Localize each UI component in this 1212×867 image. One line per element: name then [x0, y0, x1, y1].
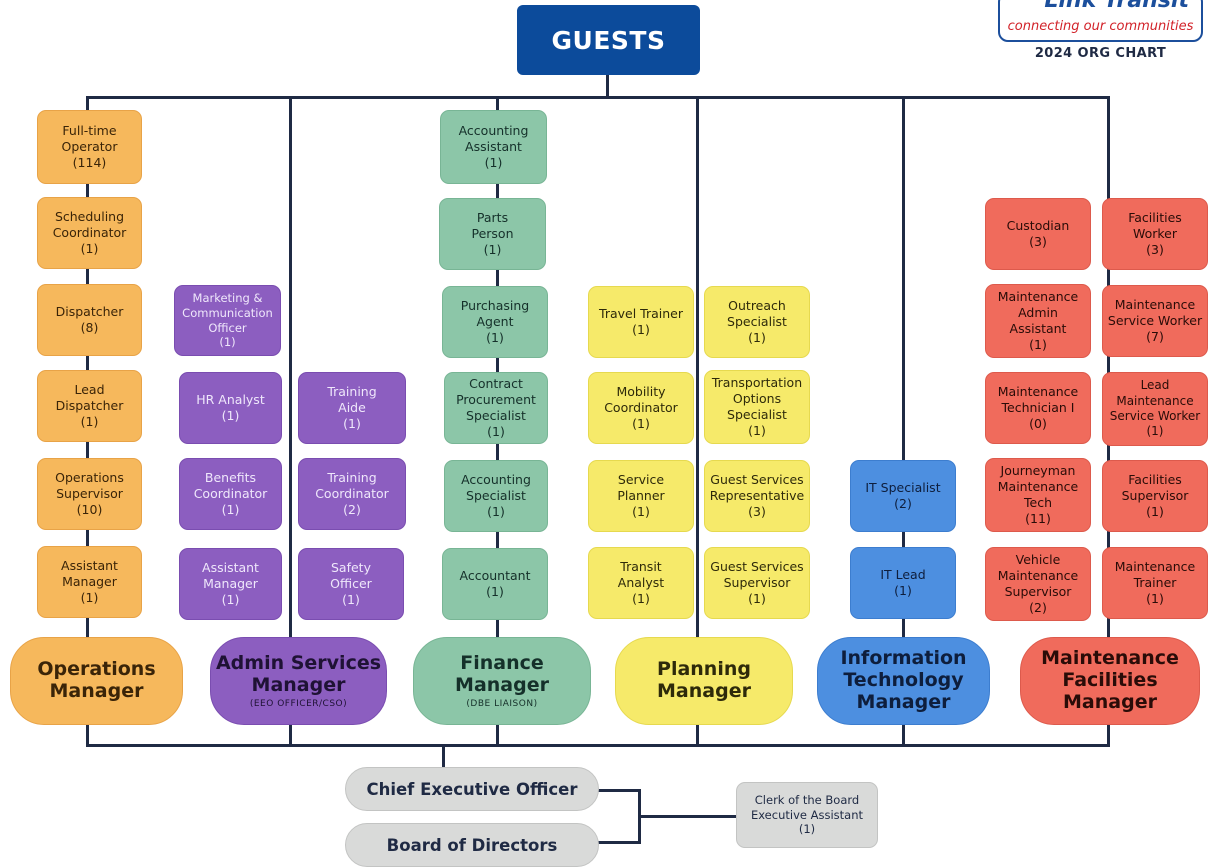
operations-manager-box: Operations Manager — [10, 637, 183, 725]
planning-manager-box: Planning Manager — [615, 637, 793, 725]
connector-line — [86, 744, 1110, 747]
position-box: Accountant (1) — [442, 548, 548, 620]
finance-manager-box: Finance Manager (DBE LIAISON) — [413, 637, 591, 725]
position-box: Benefits Coordinator (1) — [179, 458, 282, 530]
manager-title: Planning Manager — [657, 658, 751, 702]
position-box: Outreach Specialist (1) — [704, 286, 810, 358]
position-box: Mobility Coordinator (1) — [588, 372, 694, 444]
position-box: Custodian (3) — [985, 198, 1091, 270]
position-box: Maintenance Trainer (1) — [1102, 547, 1208, 619]
position-box: Guest Services Representative (3) — [704, 460, 810, 532]
position-box: Purchasing Agent (1) — [442, 286, 548, 358]
position-box: Scheduling Coordinator (1) — [37, 197, 142, 269]
connector-line — [902, 96, 905, 746]
chief-executive-officer-box: Chief Executive Officer — [345, 767, 599, 811]
logo-tagline: connecting our communities — [1007, 19, 1194, 34]
position-box: Maintenance Admin Assistant (1) — [985, 284, 1091, 358]
position-box: Transportation Options Specialist (1) — [704, 370, 810, 444]
admin-services-manager-box: Admin Services Manager (EEO OFFICER/CSO) — [210, 637, 387, 725]
position-box: Transit Analyst (1) — [588, 547, 694, 619]
position-box: Lead Maintenance Service Worker (1) — [1102, 372, 1208, 446]
position-box: Service Planner (1) — [588, 460, 694, 532]
org-chart-label: 2024 ORG CHART — [1034, 46, 1167, 61]
logo-brand: Link Transit — [1044, 0, 1189, 13]
manager-title: Admin Services Manager — [215, 651, 382, 696]
position-box: Parts Person (1) — [439, 198, 546, 270]
position-box: IT Specialist (2) — [850, 460, 956, 532]
manager-title: Maintenance Facilities Manager — [1041, 647, 1179, 713]
position-box: Assistant Manager (1) — [37, 546, 142, 618]
position-box: Facilities Worker (3) — [1102, 198, 1208, 270]
position-box: Facilities Supervisor (1) — [1102, 460, 1208, 532]
manager-subtitle: (DBE LIAISON) — [466, 698, 538, 709]
position-box: IT Lead (1) — [850, 547, 956, 619]
board-of-directors-box: Board of Directors — [345, 823, 599, 867]
position-box: Accounting Specialist (1) — [444, 460, 548, 532]
manager-title: Operations Manager — [37, 658, 156, 702]
guests-box: GUESTS — [517, 5, 700, 75]
maintenance-facilities-manager-box: Maintenance Facilities Manager — [1020, 637, 1200, 725]
connector-line — [598, 789, 640, 792]
connector-line — [638, 815, 738, 818]
position-box: Assistant Manager (1) — [179, 548, 282, 620]
position-box: Dispatcher (8) — [37, 284, 142, 356]
position-box: HR Analyst (1) — [179, 372, 282, 444]
position-box: Lead Dispatcher (1) — [37, 370, 142, 442]
manager-title: Finance Manager — [455, 651, 549, 696]
position-box: Travel Trainer (1) — [588, 286, 694, 358]
information-technology-manager-box: Information Technology Manager — [817, 637, 990, 725]
position-box: Operations Supervisor (10) — [37, 458, 142, 530]
position-box: Journeyman Maintenance Tech (11) — [985, 458, 1091, 532]
position-box: Full-time Operator (114) — [37, 110, 142, 184]
position-box: Accounting Assistant (1) — [440, 110, 547, 184]
position-box: Safety Officer (1) — [298, 548, 404, 620]
position-box: Contract Procurement Specialist (1) — [444, 372, 548, 444]
manager-subtitle: (EEO OFFICER/CSO) — [249, 698, 348, 709]
position-box: Marketing & Communication Officer (1) — [174, 285, 281, 356]
connector-line — [442, 744, 445, 768]
connector-line — [696, 96, 699, 746]
clerk-of-the-board-box: Clerk of the Board Executive Assistant (… — [736, 782, 878, 848]
position-box: Maintenance Service Worker (7) — [1102, 285, 1208, 357]
manager-title: Information Technology Manager — [840, 647, 967, 713]
connector-line — [606, 74, 609, 98]
position-box: Training Coordinator (2) — [298, 458, 406, 530]
connector-line — [598, 841, 640, 844]
connector-line — [289, 96, 292, 746]
position-box: Guest Services Supervisor (1) — [704, 547, 810, 619]
link-transit-logo: Link Transit connecting our communities — [998, 0, 1203, 42]
position-box: Vehicle Maintenance Supervisor (2) — [985, 547, 1091, 621]
connector-line — [86, 96, 1110, 99]
position-box: Training Aide (1) — [298, 372, 406, 444]
position-box: Maintenance Technician I (0) — [985, 372, 1091, 444]
